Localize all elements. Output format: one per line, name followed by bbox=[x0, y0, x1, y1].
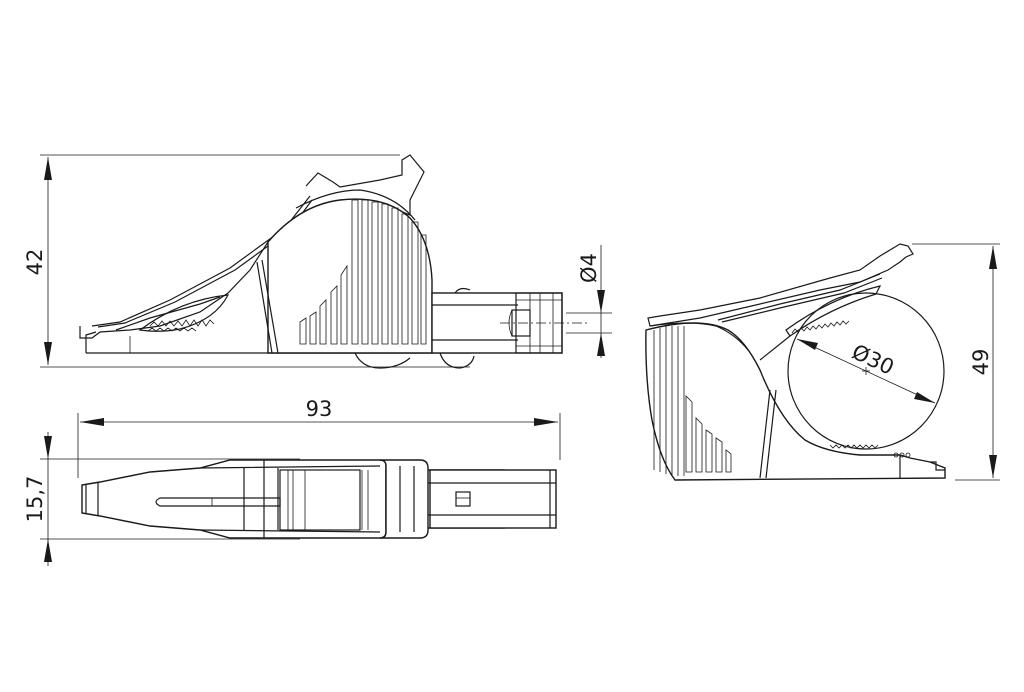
grip-diameter-circle: Ø30 bbox=[787, 292, 945, 450]
dimension-label-15-7: 15,7 bbox=[23, 476, 47, 523]
top-view: 93 15,7 bbox=[23, 397, 561, 566]
grip-ribs bbox=[299, 199, 427, 345]
dimension-49: 49 bbox=[912, 243, 1000, 481]
dimension-label-d4: Ø4 bbox=[577, 253, 601, 283]
dimension-15-7: 15,7 bbox=[23, 432, 300, 566]
dimension-label-93: 93 bbox=[306, 397, 333, 421]
side-view-closed: 42 bbox=[23, 154, 612, 369]
dimension-label-49: 49 bbox=[969, 349, 993, 376]
grip-ribs-open bbox=[653, 326, 732, 476]
dimension-label-42: 42 bbox=[23, 249, 47, 276]
dimension-label-d30: Ø30 bbox=[848, 340, 897, 380]
dimension-93: 93 bbox=[77, 397, 561, 478]
dimension-42: 42 bbox=[23, 157, 52, 365]
side-view-open: 49 bbox=[645, 243, 1000, 481]
plug-4mm bbox=[431, 287, 590, 354]
dimension-d4: Ø4 bbox=[566, 245, 612, 358]
